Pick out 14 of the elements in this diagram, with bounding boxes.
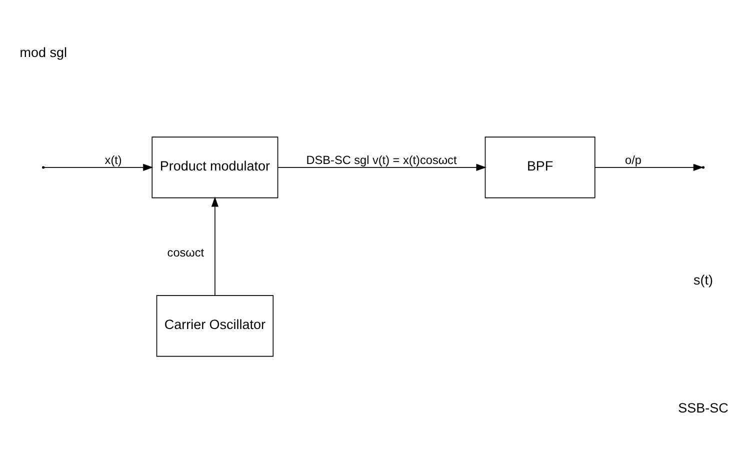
node-box: Carrier Oscillator bbox=[156, 294, 274, 356]
edge-label: o/p bbox=[625, 152, 642, 167]
arrow bbox=[594, 163, 704, 170]
arrow bbox=[44, 163, 154, 170]
label: mod sgl bbox=[20, 44, 67, 60]
label: s(t) bbox=[694, 272, 713, 287]
arrow bbox=[278, 163, 486, 170]
edge-label: x(t) bbox=[104, 152, 122, 167]
label: SSB-SC bbox=[678, 400, 728, 416]
edge-label: cosωct bbox=[167, 244, 204, 259]
edge-label: DSB-SC sgl v(t) = x(t)cosωct bbox=[306, 152, 457, 167]
node-box: BPF bbox=[484, 136, 596, 198]
arrow bbox=[211, 196, 218, 296]
node-box: Product modulator bbox=[152, 136, 278, 198]
